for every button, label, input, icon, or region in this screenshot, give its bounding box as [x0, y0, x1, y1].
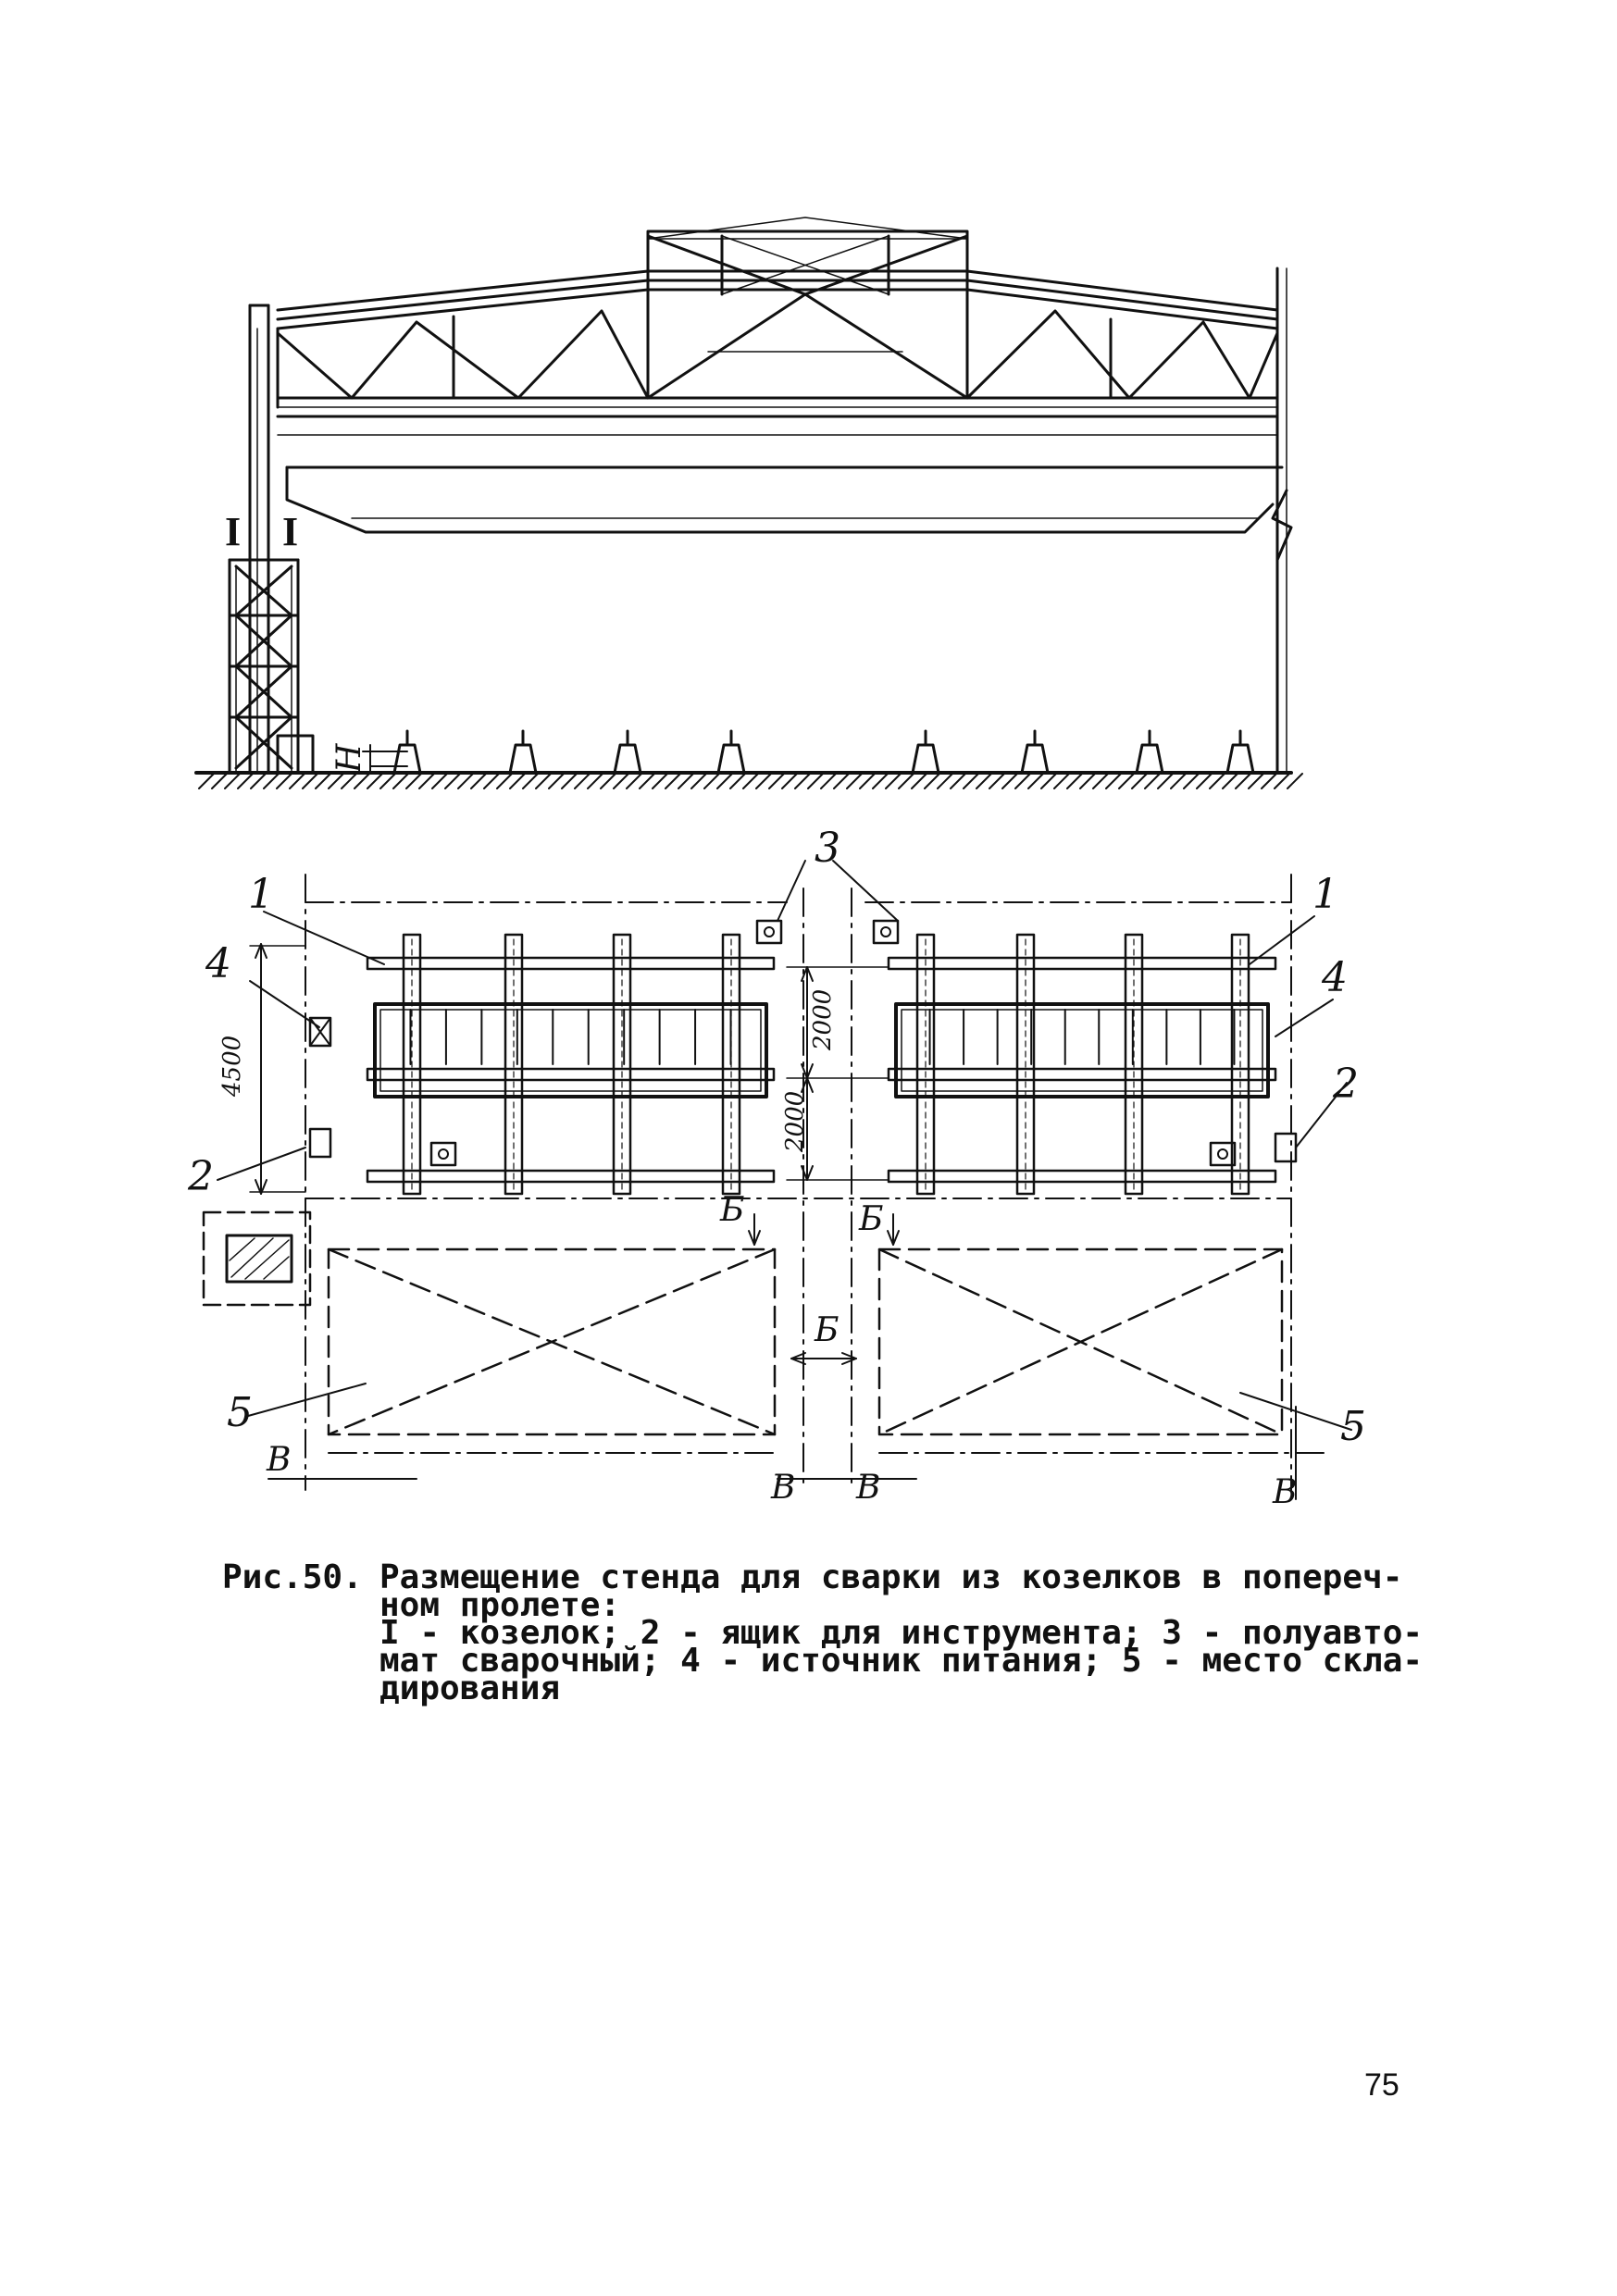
label-b-right: Б [859, 1200, 884, 1238]
label-roman-right: I [282, 509, 299, 554]
label-3: 3 [815, 825, 840, 872]
label-b-middle: Б [815, 1311, 840, 1349]
ground-hatch [198, 773, 1303, 789]
label-v-4: В [1273, 1473, 1298, 1511]
plan-view [202, 860, 1352, 1500]
label-v-1: В [267, 1441, 292, 1479]
label-1-left: 1 [248, 871, 274, 918]
label-roman-left: I [225, 509, 242, 554]
welding-stand-right [887, 933, 1277, 1196]
label-5-right: 5 [1340, 1403, 1366, 1450]
dimension-2000-upper: 2000 [809, 988, 837, 1050]
label-2-right: 2 [1333, 1061, 1359, 1108]
page-number: 75 [1364, 2067, 1399, 2103]
label-4-right: 4 [1322, 954, 1348, 1001]
label-5-left: 5 [227, 1389, 253, 1436]
label-v-3: В [856, 1469, 881, 1507]
label-4-left: 4 [205, 940, 231, 987]
trestles [392, 729, 1255, 775]
caption-line: Размещение стенда для сварки из козелков… [379, 1558, 1403, 1596]
caption-line: мат сварочный; 4 - источник питания; 5 -… [379, 1642, 1424, 1680]
label-2-left: 2 [188, 1153, 214, 1200]
left-column [228, 304, 315, 775]
caption-line: дирования [379, 1669, 561, 1707]
label-b-left: Б [720, 1191, 745, 1229]
dimension-4500: 4500 [218, 1035, 246, 1097]
label-1-right: 1 [1312, 871, 1338, 918]
crane-bridge [276, 415, 1293, 562]
caption-line: ном пролете: [379, 1586, 621, 1624]
caption-line: I - козелок; 2 - ящик для инструмента; 3… [379, 1614, 1424, 1652]
caption-body: Размещение стенда для сварки из козелков… [379, 1558, 1424, 1707]
label-v-2: В [771, 1469, 796, 1507]
roof-truss [276, 217, 1279, 409]
welding-stand-left [366, 933, 776, 1196]
technical-drawing [194, 217, 1352, 1500]
caption-prefix: Рис.50. [222, 1558, 363, 1596]
building-elevation [194, 217, 1303, 789]
dimension-2000-lower: 2000 [781, 1090, 809, 1152]
label-height-h: H [330, 743, 368, 773]
